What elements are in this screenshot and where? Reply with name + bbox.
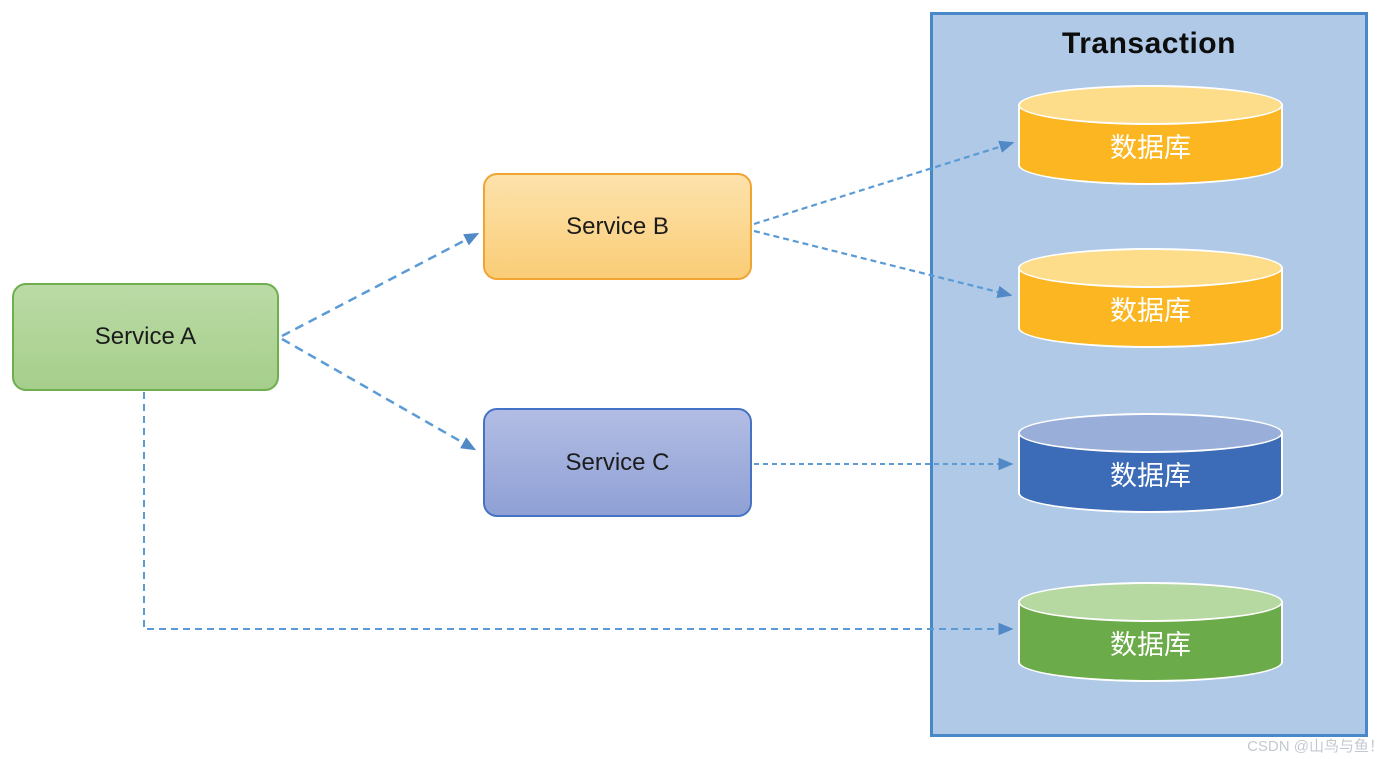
cylinder-top-ellipse <box>1018 85 1283 125</box>
cylinder-top-ellipse <box>1018 413 1283 453</box>
service-b-box: Service B <box>483 173 752 280</box>
database-3-label: 数据库 <box>1110 460 1191 491</box>
arrow-service-a-to-service-b <box>281 232 480 338</box>
service-c-label: Service C <box>565 448 670 476</box>
service-b-label: Service B <box>566 212 669 240</box>
service-a-label: Service A <box>94 323 197 350</box>
database-cylinder-4: 数据库 <box>1018 582 1283 682</box>
cylinder-top-ellipse <box>1018 582 1283 622</box>
service-c-box: Service C <box>483 408 752 517</box>
database-cylinder-2: 数据库 <box>1018 248 1283 348</box>
arrow-service-a-to-service-c <box>281 337 477 451</box>
database-2-label: 数据库 <box>1110 295 1191 326</box>
csdn-watermark: CSDN @山鸟与鱼！ <box>1247 738 1384 755</box>
service-a-box: Service A <box>12 283 279 391</box>
database-4-label: 数据库 <box>1110 629 1191 660</box>
arrow-service-b-to-db-2 <box>753 229 1013 299</box>
database-1-label: 数据库 <box>1110 132 1191 163</box>
database-cylinder-3: 数据库 <box>1018 413 1283 513</box>
cylinder-top-ellipse <box>1018 248 1283 288</box>
transaction-title: Transaction <box>1062 27 1236 60</box>
arrow-service-b-to-db-1 <box>753 140 1015 226</box>
arrow-service-a-to-db-4 <box>143 392 1014 636</box>
database-cylinder-1: 数据库 <box>1018 85 1283 185</box>
